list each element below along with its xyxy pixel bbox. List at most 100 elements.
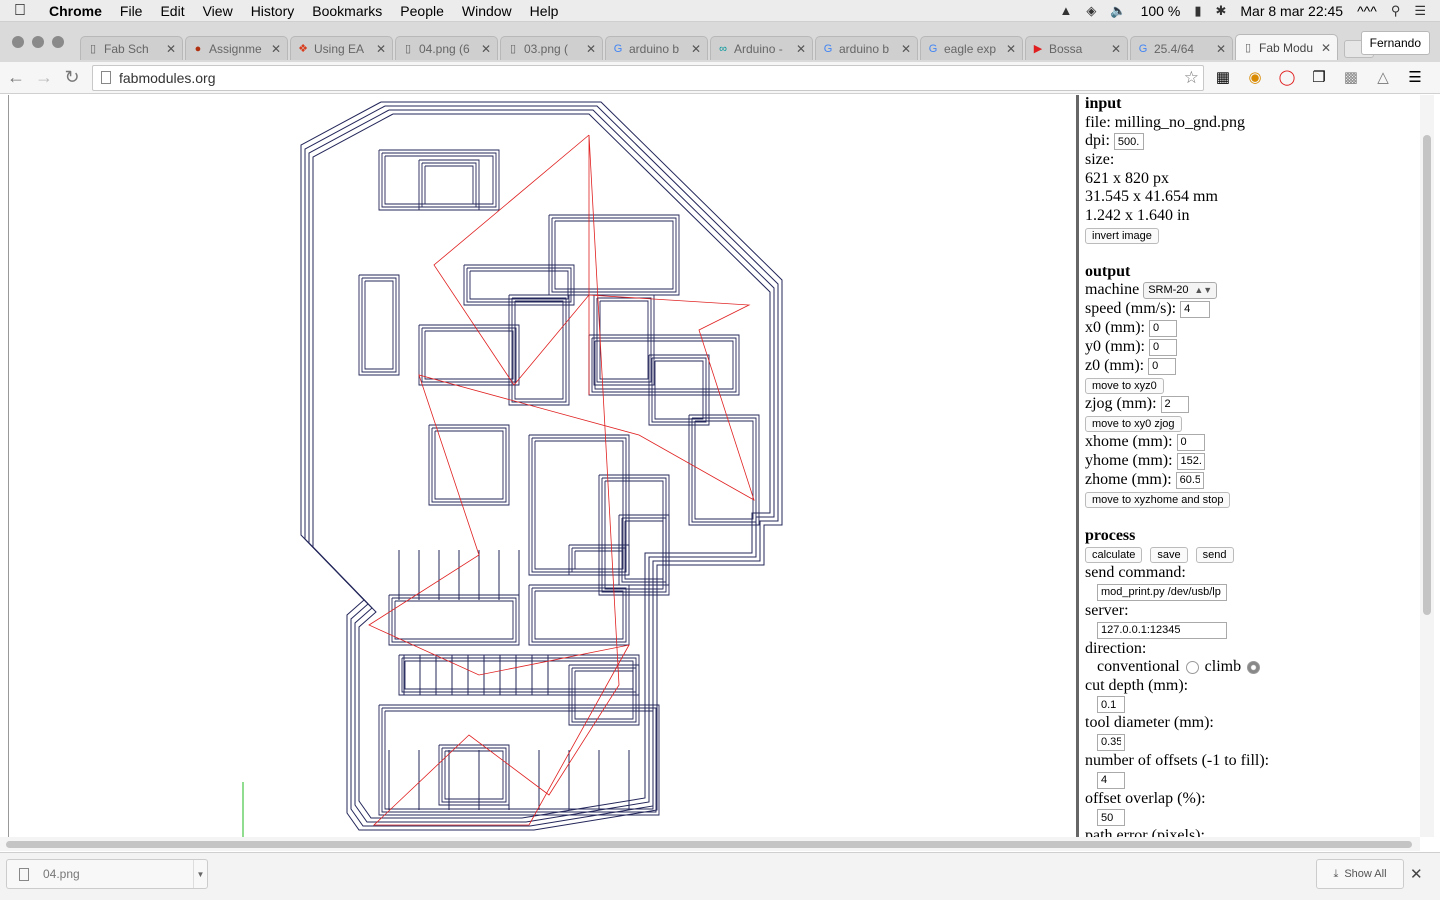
cut-depth-input[interactable] — [1097, 696, 1125, 714]
tab-4[interactable]: ▯03.png (✕ — [500, 36, 603, 60]
tab-close-icon[interactable]: ✕ — [480, 41, 491, 56]
extension-gray-icon[interactable]: ▩ — [1343, 69, 1359, 86]
move-to-xy0-zjog-button[interactable]: move to xy0 zjog — [1085, 415, 1182, 432]
z0-input[interactable] — [1148, 357, 1177, 375]
download-menu-chevron-icon[interactable]: ▼ — [193, 860, 207, 888]
tab-close-icon[interactable]: ✕ — [1215, 41, 1226, 56]
tab-close-icon[interactable]: ✕ — [165, 41, 176, 56]
menu-help[interactable]: Help — [529, 2, 559, 19]
vertical-scrollbar[interactable] — [1420, 95, 1434, 837]
profile-button[interactable]: Fernando — [1360, 31, 1430, 55]
move-to-xyz0-button[interactable]: move to xyz0 — [1085, 377, 1164, 394]
tab-close-icon[interactable]: ✕ — [1320, 40, 1331, 55]
menu-history[interactable]: History — [250, 2, 295, 19]
address-url[interactable]: fabmodules.org — [119, 70, 216, 86]
menu-people[interactable]: People — [400, 2, 444, 19]
trace-path — [358, 274, 400, 376]
server-input[interactable] — [1097, 621, 1227, 639]
tab-1[interactable]: ●Assignme✕ — [185, 36, 288, 60]
horizontal-scrollbar[interactable] — [0, 837, 1420, 851]
tab-3[interactable]: ▯04.png (6✕ — [395, 36, 498, 60]
dpi-label: dpi: — [1085, 132, 1110, 150]
download-item[interactable]: 04.png ▼ — [6, 859, 208, 889]
toolpath-canvas[interactable] — [8, 95, 1076, 837]
tab-close-icon[interactable]: ✕ — [690, 41, 701, 56]
speed-input[interactable] — [1180, 300, 1211, 318]
invert-image-button[interactable]: invert image — [1085, 227, 1159, 244]
dpi-input[interactable] — [1113, 133, 1144, 151]
conventional-radio[interactable] — [1185, 660, 1199, 674]
menu-bookmarks[interactable]: Bookmarks — [312, 2, 383, 19]
output-heading: output — [1085, 262, 1131, 280]
menu-file[interactable]: File — [119, 2, 143, 19]
horizontal-scrollbar-thumb[interactable] — [6, 841, 1412, 848]
vertical-scrollbar-thumb[interactable] — [1423, 135, 1431, 615]
tab-0[interactable]: ▯Fab Sch✕ — [80, 36, 183, 60]
chrome-menu-icon[interactable]: ☰ — [1408, 69, 1422, 86]
volume-icon[interactable]: 🔈 — [1110, 2, 1127, 18]
trace-path — [384, 155, 494, 205]
tab-close-icon[interactable]: ✕ — [375, 41, 386, 56]
tool-diameter-input[interactable] — [1097, 733, 1125, 751]
close-shelf-icon[interactable]: ✕ — [1410, 866, 1423, 883]
extension-basket-icon[interactable]: ◉ — [1248, 69, 1262, 86]
offsets-input[interactable] — [1097, 771, 1125, 789]
bluetooth-icon[interactable]: ✱ — [1215, 2, 1227, 18]
menu-edit[interactable]: Edit — [160, 2, 185, 19]
opera-icon[interactable]: ◯ — [1278, 69, 1296, 86]
address-bar[interactable]: fabmodules.org ☆ — [92, 65, 1204, 91]
overlap-input[interactable] — [1097, 809, 1125, 827]
bookmark-star-icon[interactable]: ☆ — [1183, 68, 1199, 87]
zhome-input[interactable] — [1175, 471, 1204, 489]
climb-radio[interactable] — [1247, 660, 1261, 674]
tab-6[interactable]: ∞Arduino -✕ — [710, 36, 813, 60]
tab-11[interactable]: ▯Fab Modu✕ — [1235, 34, 1338, 60]
tab-close-icon[interactable]: ✕ — [795, 41, 806, 56]
adobe-icon[interactable]: ▲ — [1059, 3, 1073, 18]
spotlight-search-icon[interactable]: ⚲ — [1390, 2, 1401, 18]
clock[interactable]: Mar 8 mar 22:45 — [1240, 2, 1344, 19]
back-icon[interactable]: ← — [7, 67, 25, 87]
menu-app-name[interactable]: Chrome — [49, 2, 102, 19]
tab-2[interactable]: ❖Using EA✕ — [290, 36, 393, 60]
status-extra[interactable]: ^^^ — [1357, 2, 1377, 19]
window-minimize-icon[interactable] — [32, 36, 44, 48]
y0-input[interactable] — [1149, 338, 1177, 356]
menu-view[interactable]: View — [202, 2, 233, 19]
tab-9[interactable]: ▶Bossa✕ — [1025, 36, 1128, 60]
send-command-input[interactable] — [1097, 583, 1227, 601]
reload-icon[interactable]: ↻ — [64, 67, 80, 87]
battery-icon[interactable]: ▮ — [1194, 2, 1202, 18]
tab-close-icon[interactable]: ✕ — [900, 41, 911, 56]
forward-icon[interactable]: → — [35, 67, 53, 87]
show-all-button[interactable]: ⤓ Show All — [1316, 859, 1404, 889]
calculate-button[interactable]: calculate — [1085, 547, 1143, 564]
xhome-input[interactable] — [1176, 433, 1205, 451]
tab-manager-icon[interactable]: ❐ — [1312, 69, 1326, 86]
send-button[interactable]: send — [1195, 547, 1234, 564]
tab-close-icon[interactable]: ✕ — [1005, 41, 1016, 56]
drive-icon[interactable]: △ — [1377, 69, 1389, 86]
machine-select[interactable]: SRM-20▲▼ — [1143, 281, 1218, 299]
tab-close-icon[interactable]: ✕ — [585, 41, 596, 56]
save-button[interactable]: save — [1150, 547, 1188, 564]
apple-icon[interactable]:  — [0, 2, 40, 20]
move-to-xyzhome-button[interactable]: move to xyzhome and stop — [1085, 491, 1231, 508]
window-close-icon[interactable] — [12, 36, 24, 48]
tab-close-icon[interactable]: ✕ — [270, 41, 281, 56]
tab-close-icon[interactable]: ✕ — [1110, 41, 1121, 56]
trace-path — [424, 165, 474, 205]
qr-code-icon[interactable]: ▦ — [1215, 69, 1231, 86]
zjog-input[interactable] — [1160, 395, 1189, 413]
notification-center-icon[interactable]: ☰ — [1414, 2, 1426, 18]
x0-input[interactable] — [1149, 319, 1177, 337]
arduino-icon: ∞ — [719, 42, 727, 55]
yhome-input[interactable] — [1176, 452, 1205, 470]
menu-window[interactable]: Window — [461, 2, 512, 19]
wifi-icon[interactable]: ◈ — [1086, 2, 1097, 18]
window-zoom-icon[interactable] — [52, 36, 64, 48]
